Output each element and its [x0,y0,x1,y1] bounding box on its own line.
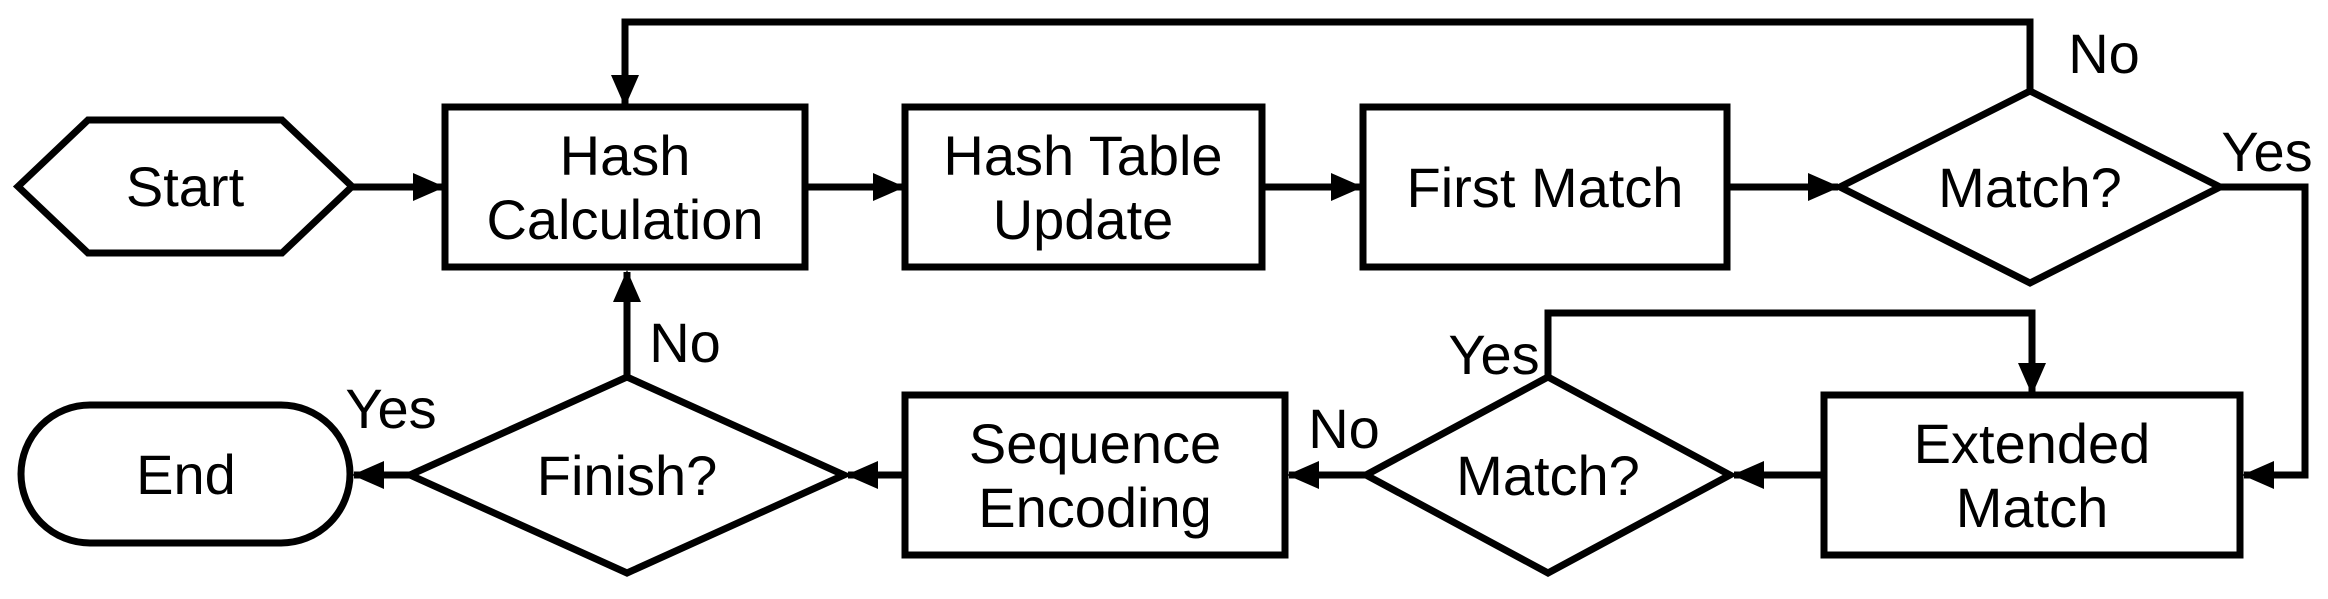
node-finish-decision: Finish? [401,373,853,577]
edge-label-finish-yes: Yes [345,377,436,440]
sequence-encoding-label-line1: Sequence [969,412,1221,475]
hash-calculation-label-line2: Calculation [486,188,763,251]
nodes: Start Hash Calculation Hash Table Update… [12,87,2244,577]
edge-label-match2-no: No [1308,397,1380,460]
node-end: End [17,401,354,547]
node-sequence-encoding: Sequence Encoding [901,391,1289,559]
edge-match1-yes-to-extended-match [2220,183,2309,489]
edge-match2-yes-to-extended-match [1544,309,2046,395]
sequence-encoding-box [901,391,1289,559]
node-hash-table-update: Hash Table Update [901,103,1266,271]
edge-label-match1-no: No [2068,22,2140,85]
hash-table-update-box [901,103,1266,271]
node-match-decision-2: Match? [1358,373,1738,577]
end-label: End [136,443,236,506]
sequence-encoding-label-line2: Encoding [978,476,1212,539]
node-first-match: First Match [1359,103,1731,271]
edges [352,18,2309,489]
match1-label: Match? [1938,156,2122,219]
hash-calculation-box [441,103,809,271]
start-label: Start [126,155,245,218]
hash-table-update-label-line1: Hash Table [943,124,1222,187]
match2-diamond-shape [1358,373,1738,577]
first-match-label: First Match [1407,156,1684,219]
hash-table-update-label-line2: Update [993,188,1174,251]
hash-calculation-label-line1: Hash [560,124,691,187]
finish-diamond-shape [401,373,853,577]
match2-label: Match? [1456,444,1640,507]
edge-label-match1-yes: Yes [2221,120,2312,183]
edge-label-finish-no: No [649,311,721,374]
edge-labels: No Yes Yes No Yes No [345,22,2312,460]
edge-label-match2-yes: Yes [1448,323,1539,386]
end-stadium-shape [17,401,354,547]
node-extended-match: Extended Match [1820,391,2244,559]
first-match-box [1359,103,1731,271]
finish-label: Finish? [537,444,718,507]
node-match-decision-1: Match? [1832,87,2228,287]
extended-match-label-line1: Extended [1914,412,2151,475]
edge-match1-no-to-hash-calculation [611,18,2034,107]
match1-diamond-shape [1832,87,2228,287]
extended-match-label-line2: Match [1956,476,2109,539]
extended-match-box [1820,391,2244,559]
node-start: Start [12,116,358,257]
start-hexagon-shape [12,116,358,257]
node-hash-calculation: Hash Calculation [441,103,809,271]
